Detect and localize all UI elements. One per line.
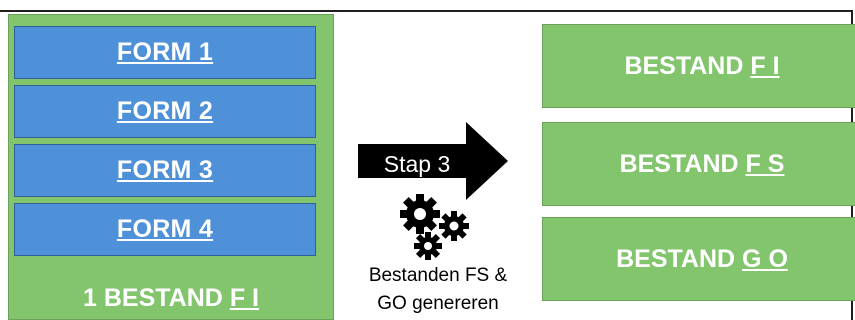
form-3-box: FORM 3 <box>14 144 316 197</box>
output-file-go: BESTAND G O <box>542 217 855 301</box>
gears-icon <box>400 194 469 260</box>
arrow-shape <box>358 122 508 200</box>
step-label: Stap 3 <box>383 150 451 177</box>
output-file-prefix: BESTAND <box>619 149 739 178</box>
output-file-fs: BESTAND F S <box>542 122 855 206</box>
process-caption: Bestanden FS & GO genereren <box>353 262 523 318</box>
input-file-code: F I <box>229 283 259 312</box>
input-file-label: 1 BESTAND F I <box>8 283 334 313</box>
caption-line-2: GO genereren <box>377 293 499 314</box>
form-2-box: FORM 2 <box>14 85 316 138</box>
input-file-prefix: 1 BESTAND <box>83 283 223 312</box>
output-file-prefix: BESTAND <box>616 244 736 273</box>
output-file-code: F I <box>750 51 780 80</box>
form-4-box: FORM 4 <box>14 203 316 256</box>
output-file-code: G O <box>742 244 788 273</box>
step-arrow <box>358 122 508 200</box>
output-file-fi: BESTAND F I <box>542 24 855 108</box>
output-file-prefix: BESTAND <box>624 51 744 80</box>
form-1-box: FORM 1 <box>14 26 316 79</box>
output-file-code: F S <box>745 149 785 178</box>
caption-line-1: Bestanden FS & <box>368 265 508 286</box>
